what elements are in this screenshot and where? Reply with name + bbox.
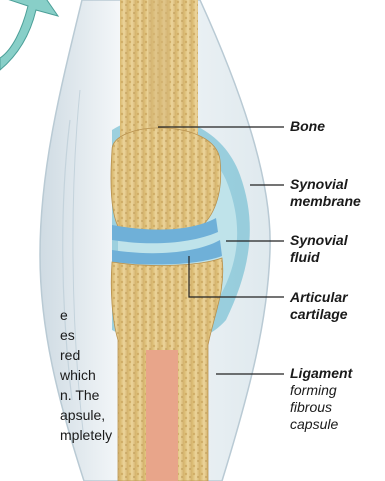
body-text-fragment-1: e	[60, 306, 68, 326]
bone-label-text: Bone	[290, 118, 325, 135]
body-text-fragment-4: which	[60, 366, 96, 386]
ligament-label-sub1: forming	[290, 382, 352, 399]
synovial-membrane-label-line2: membrane	[290, 193, 361, 210]
synovial-fluid-label: Synovial fluid	[290, 232, 348, 266]
bone-label: Bone	[290, 118, 325, 135]
articular-cartilage-label: Articular cartilage	[290, 289, 348, 323]
body-text-fragment-5: n. The	[60, 386, 99, 406]
articular-cartilage-label-line2: cartilage	[290, 306, 348, 323]
synovial-membrane-label: Synovial membrane	[290, 176, 361, 210]
synovial-fluid-label-line1: Synovial	[290, 232, 348, 249]
ligament-label-sub3: capsule	[290, 416, 352, 433]
ligament-label-sub2: fibrous	[290, 399, 352, 416]
synovial-fluid-label-line2: fluid	[290, 249, 348, 266]
ligament-label: Ligament forming fibrous capsule	[290, 365, 352, 433]
articular-cartilage-label-line1: Articular	[290, 289, 348, 306]
body-text-fragment-6: apsule,	[60, 406, 105, 426]
body-text-fragment-7: mpletely	[60, 426, 112, 446]
body-text-fragment-3: red	[60, 346, 80, 366]
teal-arrow-icon	[0, 0, 58, 70]
body-text-fragment-2: es	[60, 326, 75, 346]
marrow-cavity	[146, 350, 178, 481]
ligament-label-title: Ligament	[290, 365, 352, 382]
upper-bone-head	[111, 128, 221, 230]
synovial-membrane-label-line1: Synovial	[290, 176, 361, 193]
